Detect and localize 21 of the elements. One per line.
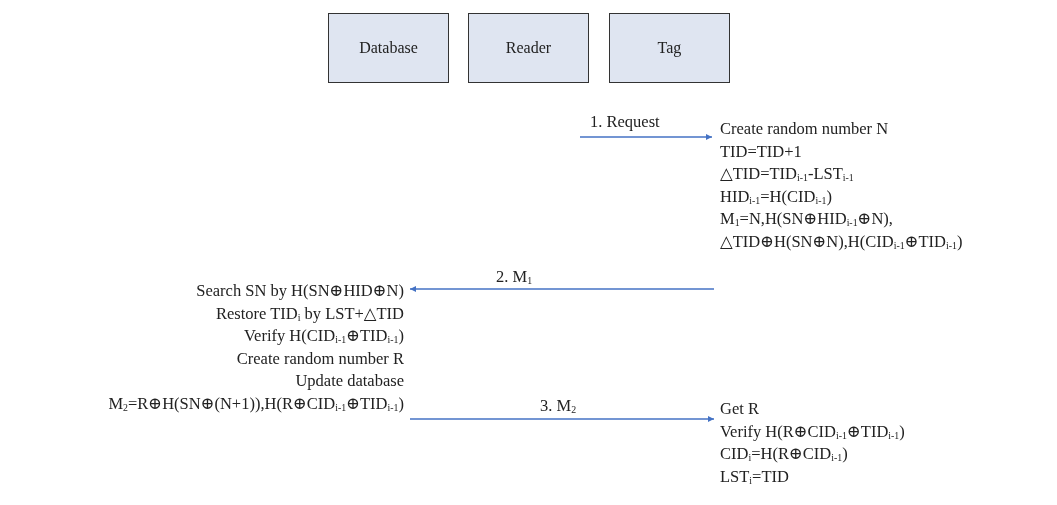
entity-box: Reader bbox=[468, 13, 589, 83]
step-text: Verify H(R⊕CID$_{i-1}$⊕TID$_{i-1}$) bbox=[720, 420, 906, 443]
step-text: Create random number R bbox=[235, 347, 404, 370]
step-text: CID$_{i}$=H(R⊕CID$_{i-1}$) bbox=[720, 443, 849, 466]
step-text: M$_{2}$=R⊕H(SN⊕(N+1)),H(R⊕CID$_{i-1}$⊕TID$_{i-1}$) bbox=[107, 392, 404, 415]
entity-box: Tag bbox=[609, 13, 730, 83]
step-text: HID$_{i-1}$=H(CID$_{i-1}$) bbox=[720, 185, 833, 208]
step-text: Restore TID$_{i}$ by LST+△TID bbox=[214, 302, 404, 325]
step-text: LST$_{i}$=TID bbox=[720, 465, 790, 488]
message-arrow bbox=[409, 416, 715, 422]
message-arrow bbox=[409, 286, 715, 292]
step-text: Create random number N bbox=[720, 118, 890, 140]
step-text: M$_{1}$=N,H(SN⊕HID$_{i-1}$⊕N), △TID⊕H(SN⊕N),H(CID$_{i-1}$⊕TID$_{i-1}$) bbox=[720, 208, 964, 253]
step-text: Search SN by H(SN⊕HID⊕N) bbox=[195, 280, 404, 302]
step-text: △TID=TID$_{i-1}$-LST$_{i-1}$ bbox=[720, 163, 855, 186]
message-arrow bbox=[579, 134, 713, 140]
step-text: Update database bbox=[294, 370, 404, 392]
entity-box: Database bbox=[328, 13, 449, 83]
step-text: Verify H(CID$_{i-1}$⊕TID$_{i-1}$) bbox=[243, 325, 404, 348]
step-text: Get R bbox=[720, 398, 760, 420]
step-text: TID=TID+1 bbox=[720, 140, 803, 163]
